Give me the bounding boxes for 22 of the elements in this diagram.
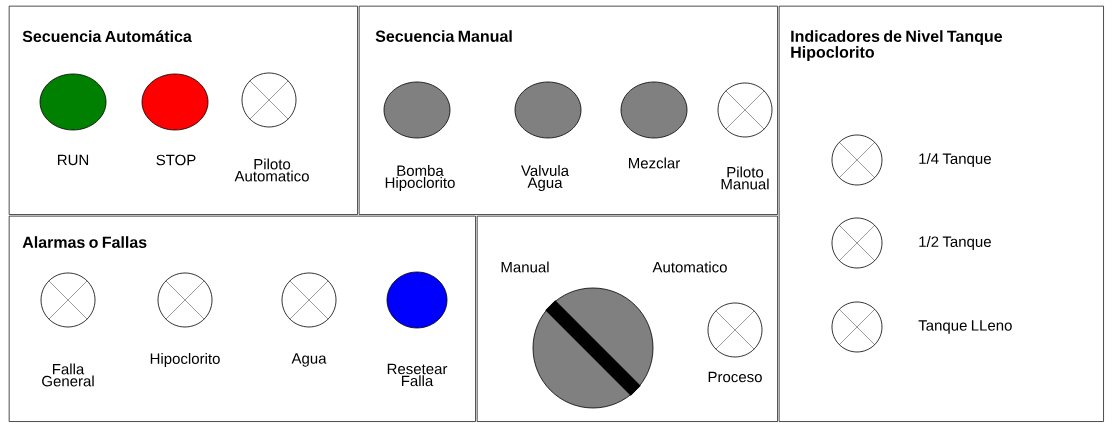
- lamp-label: Manual: [501, 261, 549, 273]
- lamp-label: Automatico: [652, 261, 727, 273]
- lamp-label: Piloto Automatico: [234, 158, 309, 182]
- lamp-label: 1/4 Tanque: [919, 153, 991, 167]
- lamp-label: Tanque LLeno: [918, 320, 1012, 334]
- lamp-label: 1/2 Tanque: [919, 236, 991, 250]
- panel: [476, 215, 778, 422]
- lamp-label: Hipoclorito: [150, 353, 220, 367]
- lamp-label: Piloto Manual: [721, 166, 769, 190]
- lamp-label: Valvula Agua: [521, 165, 570, 191]
- panel-heading: Alarmas o Fallas: [22, 236, 147, 248]
- lamp-label: STOP: [156, 154, 196, 166]
- panel-heading: Indicadores de Nivel Tanque Hipoclorito: [791, 30, 1003, 62]
- lamp-label: Proceso: [708, 371, 762, 383]
- lamp-label: RUN: [58, 154, 89, 166]
- panel-heading: Secuencia Manual: [375, 30, 512, 42]
- lamp-label: Falla General: [42, 363, 94, 387]
- panel-heading: Secuencia Automática: [22, 30, 192, 43]
- lamp-label: Agua: [291, 353, 327, 367]
- lamp-label: Mezclar: [628, 157, 680, 169]
- lamp-label: Resetear Falla: [387, 363, 448, 387]
- lamp-label: Bomba Hipoclorito: [385, 165, 455, 191]
